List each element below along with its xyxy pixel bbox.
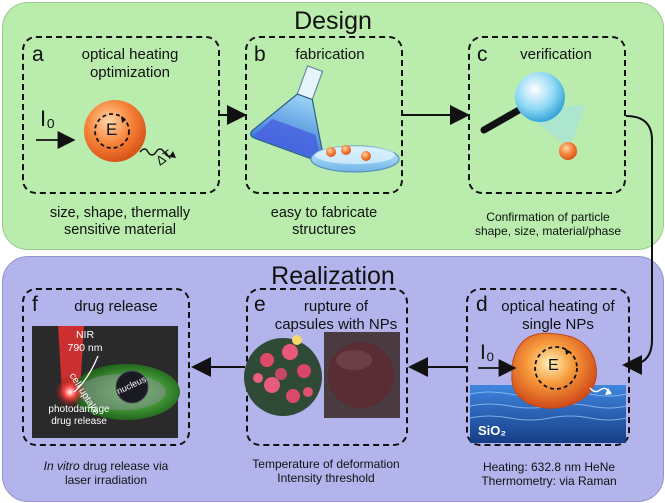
panel-d-field-label: E [548,357,559,374]
realization-title: Realization [271,262,395,290]
panel-f-caption: In vitro drug release via laser irradiat… [6,459,206,488]
magnifier-icon [480,72,585,160]
panel-b-caption: easy to fabricate structures [270,205,378,239]
panel-c-title: verification [520,46,592,63]
panel-d-substrate-label: SiO₂ [478,423,507,438]
panel-b-letter: b [254,43,266,66]
panel-a [22,36,220,194]
panel-e-caption: Temperature of deformation Intensity thr… [252,457,400,486]
panel-e-title: rupture of capsules with NPs [274,298,398,333]
panel-d-caption: Heating: 632.8 nm HeNe Thermometry: via … [481,460,617,489]
panel-c-letter: c [477,43,488,66]
panel-f-caption-italic: In vitro [43,459,80,473]
design-title: Design [294,7,372,35]
capsule-ruptured-image [324,332,400,418]
panel-c-caption: Confirmation of particle shape, size, ma… [474,210,622,239]
panel-d-letter: d [476,293,488,316]
panel-d-title: optical heating of single NPs [501,298,615,333]
panel-d-intensity-label: I₀ [480,341,495,364]
panel-a-field-label: E [106,120,118,139]
panel-f-caption-rest: drug release via laser irradiation [64,459,169,488]
panel-b-title: fabrication [295,46,365,63]
capsule-intact-image [244,335,322,416]
panel-a-letter: a [32,43,44,66]
panel-a-title: optical heating optimization [81,46,179,81]
panel-f-nir-label: NIR 790 nm [67,329,103,354]
panel-d [466,288,630,446]
panel-f-letter: f [32,293,38,316]
panel-a-intensity-label: I₀ [40,106,56,131]
panel-a-caption: size, shape, thermally sensitive materia… [49,205,191,239]
panel-e-letter: e [254,293,266,316]
panel-f [22,288,190,446]
panel-a-particle [84,100,146,162]
panel-f-photodamage-label: photodamage drug release [48,404,110,427]
arrow-c-to-d [622,115,653,375]
panel-f-title: drug release [74,298,158,315]
petri-dish-icon [310,145,400,173]
